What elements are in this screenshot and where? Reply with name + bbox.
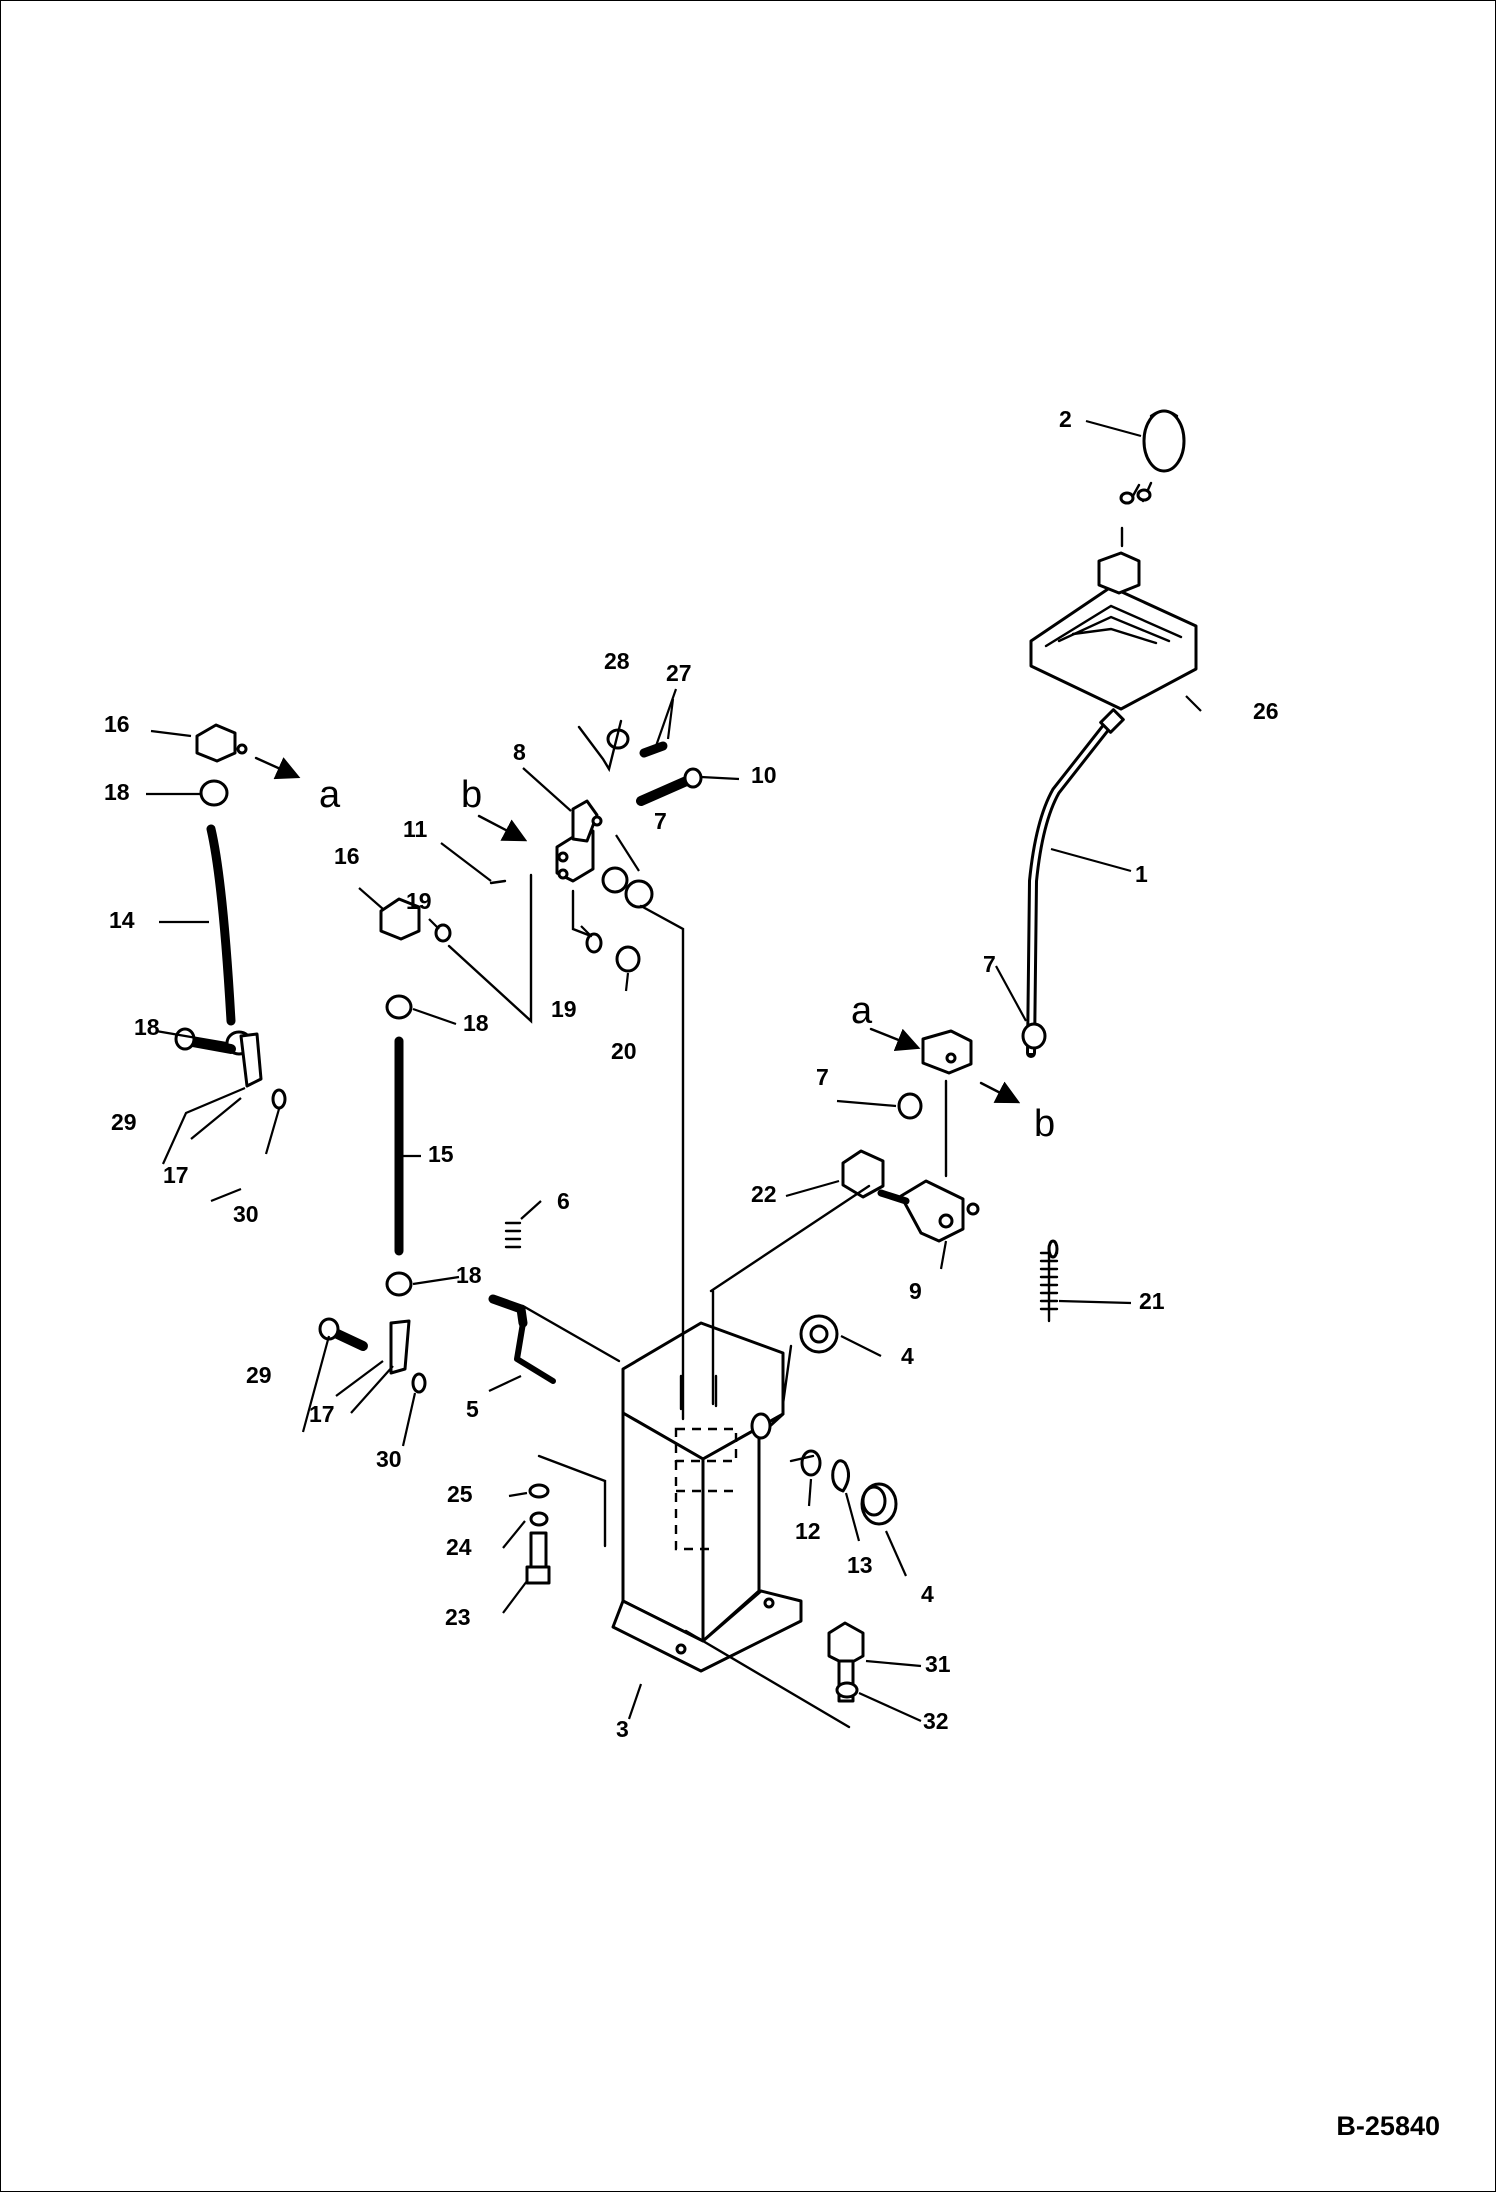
callout-24: 24 bbox=[446, 1534, 472, 1560]
leader-lines bbox=[146, 419, 1202, 1723]
callout-26: 26 bbox=[1253, 698, 1279, 724]
callout-28: 28 bbox=[604, 648, 630, 674]
callout-19a: 19 bbox=[406, 888, 432, 914]
callout-29b: 29 bbox=[246, 1362, 272, 1388]
callout-9: 9 bbox=[909, 1278, 922, 1304]
figure-id-label: B-25840 bbox=[1336, 2111, 1440, 2141]
spring-21 bbox=[1039, 1239, 1059, 1323]
callout-7c: 7 bbox=[654, 808, 667, 834]
callout-16b: 16 bbox=[334, 843, 360, 869]
washer-32 bbox=[835, 1681, 859, 1699]
callout-5: 5 bbox=[466, 1396, 479, 1422]
callout-17a: 17 bbox=[163, 1162, 189, 1188]
callout-18c: 18 bbox=[463, 1010, 489, 1036]
pin-11 bbox=[489, 879, 507, 885]
ref-a-left: a bbox=[319, 774, 341, 816]
callout-12: 12 bbox=[795, 1518, 821, 1544]
callout-19b: 19 bbox=[551, 996, 577, 1022]
block-22 bbox=[841, 1149, 885, 1199]
link-8 bbox=[555, 799, 603, 883]
ref-b-right: b bbox=[1034, 1103, 1055, 1145]
nut-18-a bbox=[199, 779, 229, 807]
callout-3: 3 bbox=[616, 1716, 629, 1742]
callout-25: 25 bbox=[447, 1481, 473, 1507]
lever-knob bbox=[1119, 409, 1186, 548]
callout-30a: 30 bbox=[233, 1201, 259, 1227]
callout-16a: 16 bbox=[104, 711, 130, 737]
washer-30-a bbox=[271, 1088, 287, 1110]
console-box bbox=[611, 1321, 803, 1673]
spring-6 bbox=[504, 1221, 522, 1249]
joint-16-mid bbox=[379, 897, 421, 941]
washer-24 bbox=[529, 1511, 549, 1527]
callout-15: 15 bbox=[428, 1141, 454, 1167]
grommets-4 bbox=[799, 1314, 898, 1526]
callout-22: 22 bbox=[751, 1181, 777, 1207]
bracket-9 bbox=[877, 1179, 980, 1243]
washer-30-b bbox=[411, 1372, 427, 1394]
joint-17-a bbox=[239, 1032, 263, 1088]
callout-labels: 1 2 3 4 4 5 6 7 7 7 8 9 10 11 12 13 14 1… bbox=[104, 406, 1279, 1742]
callout-11: 11 bbox=[403, 816, 428, 842]
joint-17-b bbox=[389, 1319, 411, 1375]
ref-a-right: a bbox=[851, 990, 873, 1032]
callout-27: 27 bbox=[666, 660, 692, 686]
clip-13 bbox=[831, 1459, 850, 1493]
callout-18a: 18 bbox=[104, 779, 130, 805]
bolt-10 bbox=[636, 774, 696, 806]
callout-29a: 29 bbox=[111, 1109, 137, 1135]
callout-21: 21 bbox=[1139, 1288, 1165, 1314]
callout-10: 10 bbox=[751, 762, 777, 788]
callout-30b: 30 bbox=[376, 1446, 402, 1472]
washer-12 bbox=[800, 1449, 822, 1477]
callout-7b: 7 bbox=[816, 1064, 829, 1090]
callout-18b: 18 bbox=[134, 1014, 160, 1040]
nut-18-c bbox=[385, 994, 413, 1020]
callout-32: 32 bbox=[923, 1708, 949, 1734]
callout-23: 23 bbox=[445, 1604, 471, 1630]
washer-25 bbox=[528, 1483, 550, 1499]
callout-14: 14 bbox=[109, 907, 135, 933]
ref-arrows bbox=[254, 756, 1021, 1104]
callout-20: 20 bbox=[611, 1038, 637, 1064]
pin-5 bbox=[488, 1294, 556, 1384]
callout-13: 13 bbox=[847, 1552, 873, 1578]
callout-6: 6 bbox=[557, 1188, 570, 1214]
washer-19-right bbox=[585, 932, 603, 954]
callout-18d: 18 bbox=[456, 1262, 482, 1288]
joint-16-left bbox=[195, 723, 248, 763]
rod-14 bbox=[206, 824, 236, 1026]
rubber-boot bbox=[1029, 551, 1198, 711]
washer-19-left bbox=[434, 923, 452, 943]
callout-7a: 7 bbox=[983, 951, 996, 977]
callout-2: 2 bbox=[1059, 406, 1072, 432]
callout-8: 8 bbox=[513, 739, 526, 765]
pin-27 bbox=[639, 741, 668, 758]
nut-20 bbox=[615, 945, 641, 973]
callout-17b: 17 bbox=[309, 1401, 335, 1427]
bolt-23 bbox=[525, 1531, 551, 1585]
bushings-7 bbox=[601, 866, 1047, 1120]
callout-4a: 4 bbox=[901, 1343, 914, 1369]
assembly-lines bbox=[447, 719, 948, 1729]
callout-4b: 4 bbox=[921, 1581, 934, 1607]
callout-1: 1 bbox=[1135, 861, 1148, 887]
callout-31: 31 bbox=[925, 1651, 951, 1677]
ref-b-left: b bbox=[461, 774, 482, 816]
nut-18-d bbox=[385, 1271, 413, 1297]
gear-lever bbox=[921, 708, 1125, 1075]
